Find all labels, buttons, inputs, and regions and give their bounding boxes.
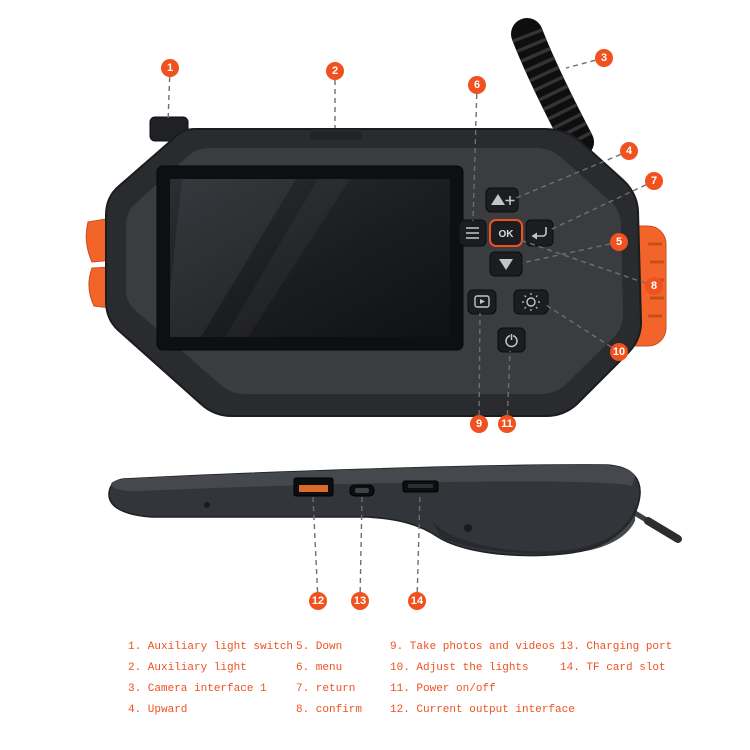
callout-line-4 <box>515 150 630 199</box>
usb-output-port <box>293 477 334 497</box>
auxiliary-light <box>310 131 362 140</box>
ok-button: OK <box>489 219 523 247</box>
button-cluster: OK <box>458 187 554 353</box>
device-top-view: OK <box>85 18 667 417</box>
callout-line-11 <box>506 350 511 425</box>
menu-button <box>458 219 487 247</box>
camera-cable-icon <box>511 18 594 158</box>
power-button <box>497 327 526 353</box>
callout-line-6 <box>472 84 478 222</box>
callout-line-3 <box>565 57 605 69</box>
screen-reflection <box>170 179 296 337</box>
charging-port <box>349 484 375 497</box>
callout-line-8 <box>519 239 655 287</box>
probe-tip <box>644 517 682 543</box>
callout-lines <box>167 57 655 602</box>
up-button <box>485 187 519 213</box>
screen-reflection-2 <box>225 179 350 337</box>
device-side-view <box>108 464 682 557</box>
callout-line-10 <box>545 304 620 353</box>
callout-line-14 <box>416 492 421 602</box>
return-button <box>525 219 554 247</box>
callout-line-1 <box>167 67 171 123</box>
photo-video-button <box>467 289 497 315</box>
light-adjust-button <box>513 289 549 315</box>
callout-line-5 <box>521 241 620 264</box>
screw-hole-2 <box>464 524 472 532</box>
callout-line-9 <box>478 312 481 425</box>
side-top-bevel <box>111 464 635 492</box>
screw-hole <box>204 502 210 508</box>
down-button <box>489 251 523 277</box>
screen <box>170 179 450 337</box>
tf-card-slot <box>402 480 439 493</box>
ok-button-label: OK <box>499 229 515 240</box>
callout-line-7 <box>549 180 655 231</box>
